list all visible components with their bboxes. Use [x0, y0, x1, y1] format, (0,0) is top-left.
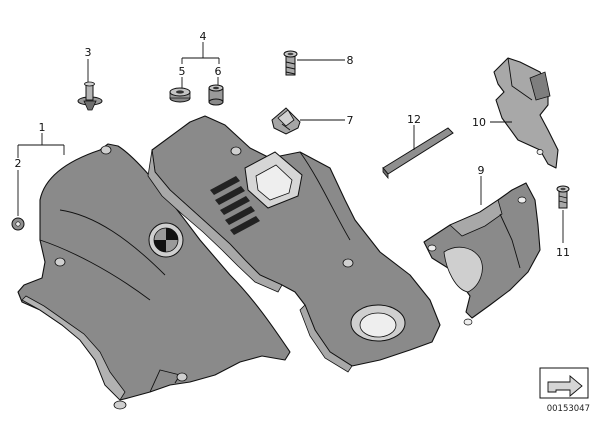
- callout-12: 12: [407, 113, 421, 126]
- callout-2: 2: [15, 157, 22, 170]
- push-rivet: [77, 81, 103, 111]
- mounting-bracket: [493, 57, 559, 169]
- callout-4: 4: [200, 30, 207, 43]
- side-cover: [423, 182, 541, 326]
- nut: [11, 217, 25, 231]
- callout-10: 10: [472, 116, 486, 129]
- callout-1: 1: [39, 121, 46, 134]
- bmw-roundel-icon: [148, 222, 184, 258]
- callout-3: 3: [85, 46, 92, 59]
- callout-8: 8: [347, 54, 354, 67]
- callout-labels: 1 2 3 4 5 6 7 8 9 10 11 12: [15, 30, 571, 259]
- cover-grille: [210, 176, 260, 235]
- callout-7: 7: [347, 114, 354, 127]
- screw-top: [283, 50, 298, 76]
- leader-lines: [17, 42, 564, 243]
- part-number-label: 00153047: [547, 404, 590, 414]
- direction-arrow-icon: [547, 375, 583, 397]
- screw-side: [556, 185, 570, 209]
- callout-9: 9: [478, 164, 485, 177]
- orientation-arrow-box: [539, 367, 589, 399]
- rubber-sleeve: [208, 84, 224, 106]
- callout-5: 5: [179, 65, 186, 78]
- foam-strip: [382, 127, 454, 180]
- callout-6: 6: [215, 65, 222, 78]
- callout-11: 11: [556, 246, 570, 259]
- engine-cover-right: [147, 115, 441, 373]
- spring-clip: [271, 107, 301, 135]
- engine-cover-left: [17, 143, 291, 410]
- grommet: [169, 87, 191, 103]
